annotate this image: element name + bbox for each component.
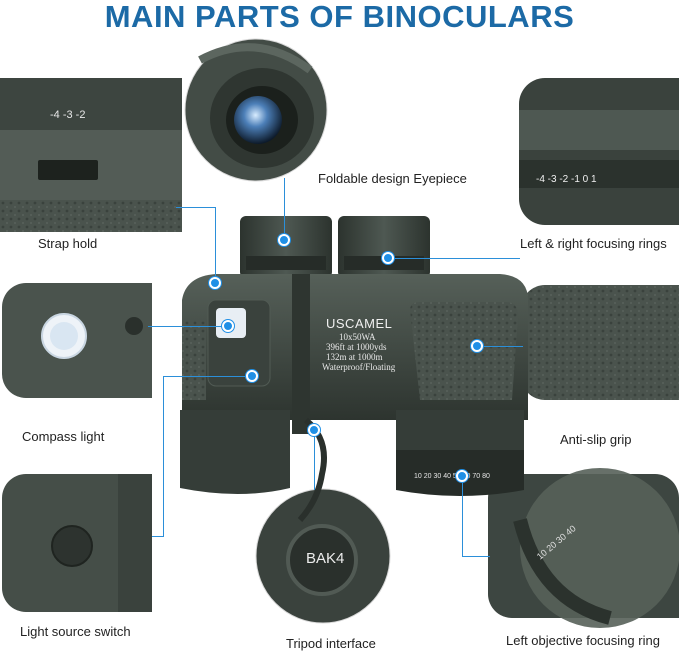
label-compass-light: Compass light (22, 429, 105, 444)
label-focusing-rings: Left & right focusing rings (520, 236, 667, 251)
eyepiece-line (284, 178, 285, 236)
objective-line-v (462, 476, 463, 556)
tripod-dot (308, 424, 320, 436)
eyepiece-detail (184, 38, 328, 182)
svg-text:10 20 30 40 50 60 70 80: 10 20 30 40 50 60 70 80 (414, 473, 490, 480)
tripod-line (314, 430, 315, 490)
objective-dot (456, 470, 468, 482)
label-objective-ring: Left objective focusing ring (506, 633, 660, 648)
tripod-detail (255, 488, 391, 624)
compass-line (148, 326, 228, 327)
objective-ring-detail: 10 20 30 40 (488, 468, 679, 628)
light-switch-detail (2, 474, 152, 612)
binocular-body: 10 20 30 40 50 60 70 80 (180, 216, 528, 523)
focusing-dot (382, 252, 394, 264)
page-title: MAIN PARTS OF BINOCULARS (104, 0, 575, 34)
switch-line-v (163, 376, 164, 536)
label-light-switch: Light source switch (20, 624, 131, 639)
compass-dot (222, 320, 234, 332)
compass-light-detail (2, 283, 152, 398)
label-anti-slip-grip: Anti-slip grip (560, 432, 632, 447)
focusing-rings-detail: -4 -3 -2 -1 0 1 (519, 78, 679, 225)
spec-waterproof: Waterproof/Floating (322, 362, 396, 372)
label-eyepiece: Foldable design Eyepiece (318, 171, 467, 186)
switch-line-h (152, 536, 164, 537)
svg-text:-4 -3 -2 -1 0 1: -4 -3 -2 -1 0 1 (536, 174, 597, 185)
spec-field-yds: 396ft at 1000yds (326, 342, 387, 352)
strap-line-h (176, 207, 216, 208)
grip-line (477, 346, 523, 347)
bak4-label: BAK4 (306, 550, 345, 567)
objective-line-h (462, 556, 490, 557)
strap-hold-detail: -4 -3 -2 (0, 78, 182, 232)
eyepiece-dot (278, 234, 290, 246)
switch-dot (246, 370, 258, 382)
strap-dot (209, 277, 221, 289)
svg-text:-4 -3 -2: -4 -3 -2 (50, 109, 85, 121)
brand-logo: USCAMEL (326, 316, 393, 331)
spec-field-m: 132m at 1000m (326, 352, 383, 362)
label-strap-hold: Strap hold (38, 236, 98, 251)
model-text: 10x50WA (339, 332, 376, 342)
anti-slip-grip-detail (521, 285, 679, 400)
strap-line-v (215, 207, 216, 283)
switch-line-top (163, 376, 253, 377)
label-tripod: Tripod interface (286, 636, 376, 651)
focusing-line (388, 258, 520, 259)
grip-dot (471, 340, 483, 352)
